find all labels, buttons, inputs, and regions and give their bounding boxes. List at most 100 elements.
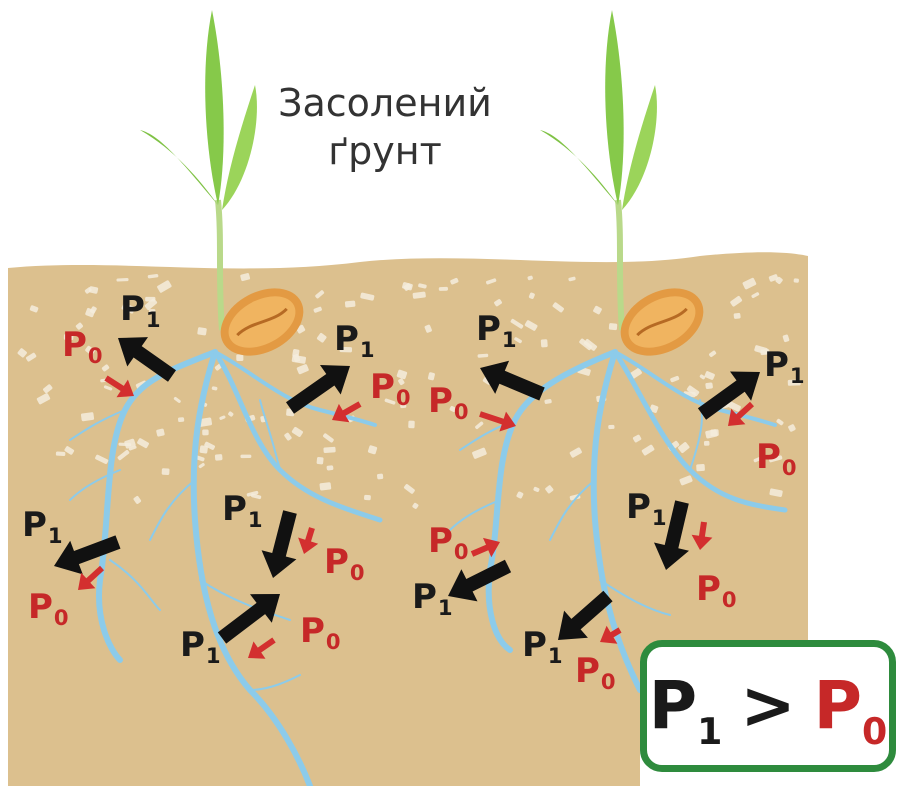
salt-crystal bbox=[494, 299, 502, 307]
p0-label-letter: P bbox=[756, 437, 781, 477]
salt-crystal bbox=[133, 495, 142, 504]
salt-crystal bbox=[156, 428, 165, 437]
root bbox=[259, 399, 281, 471]
salt-crystal bbox=[43, 384, 53, 394]
salt-crystal bbox=[144, 298, 158, 310]
salt-crystal bbox=[211, 386, 218, 391]
salt-crystal bbox=[228, 411, 234, 417]
salt-crystal bbox=[121, 302, 136, 314]
salt-crystal bbox=[95, 454, 109, 465]
salt-crystal bbox=[90, 306, 97, 314]
p0-label: P0 bbox=[300, 614, 341, 652]
p0-label: P0 bbox=[575, 654, 616, 692]
salt-crystal bbox=[408, 420, 415, 429]
salt-crystal bbox=[396, 369, 408, 380]
p1-label: P1 bbox=[764, 345, 805, 386]
salt-crystal bbox=[291, 354, 307, 364]
salt-crystal bbox=[678, 442, 690, 454]
salt-crystal bbox=[424, 324, 432, 333]
p1-label-subscript: 1 bbox=[145, 307, 161, 333]
p1-label-subscript: 1 bbox=[359, 337, 375, 363]
salt-crystal bbox=[514, 337, 522, 344]
p1-label-letter: P bbox=[626, 487, 651, 527]
p0-label-letter: P bbox=[428, 381, 453, 421]
salt-crystal bbox=[427, 372, 435, 381]
p0-label: P0 bbox=[370, 370, 411, 408]
salt-crystal bbox=[418, 283, 427, 289]
salt-crystal bbox=[742, 277, 757, 290]
p0-label-letter: P bbox=[62, 325, 87, 365]
salt-crystal bbox=[197, 327, 207, 336]
p0-label: P0 bbox=[324, 545, 365, 583]
root bbox=[69, 469, 121, 501]
salt-crystal bbox=[103, 385, 113, 391]
salt-crystal bbox=[438, 286, 448, 291]
salt-crystal bbox=[593, 305, 602, 315]
p1-arrow bbox=[118, 337, 176, 382]
right-plant bbox=[540, 10, 704, 356]
salt-crystal bbox=[402, 282, 413, 291]
p1-label-letter: P bbox=[764, 345, 789, 385]
salt-crystal bbox=[367, 445, 378, 455]
formula-operator: > bbox=[740, 667, 796, 744]
p1-label-subscript: 1 bbox=[547, 643, 563, 669]
salt-crystal bbox=[364, 494, 371, 501]
right-seed bbox=[620, 288, 704, 356]
salt-crystal bbox=[84, 287, 92, 294]
root bbox=[689, 399, 703, 471]
p0-label-letter: P bbox=[428, 521, 453, 561]
salt-crystal bbox=[55, 451, 66, 457]
formula-p0: P0 bbox=[813, 667, 888, 754]
salt-crystal bbox=[769, 488, 783, 498]
title-line-2: ґрунт bbox=[328, 128, 442, 173]
salt-crystal bbox=[117, 449, 130, 461]
formula-box: P1 > P0 bbox=[640, 640, 896, 772]
salt-crystal bbox=[782, 334, 790, 343]
salt-crystal bbox=[754, 345, 768, 355]
salt-crystal bbox=[398, 378, 405, 386]
salt-crystal bbox=[630, 502, 637, 509]
root bbox=[190, 349, 313, 789]
p0-label: P0 bbox=[62, 325, 103, 366]
p0-label-letter: P bbox=[696, 569, 721, 609]
root bbox=[96, 349, 218, 663]
salt-crystal bbox=[360, 292, 375, 301]
p1-label: P1 bbox=[22, 508, 63, 546]
p1-label-letter: P bbox=[334, 319, 359, 359]
salt-crystal bbox=[236, 354, 244, 361]
salt-crystal bbox=[670, 375, 680, 383]
p0-arrow bbox=[104, 375, 134, 398]
left-plant-stem bbox=[215, 199, 225, 331]
p0-label: P0 bbox=[696, 569, 737, 610]
salt-crystal bbox=[124, 438, 136, 449]
p0-label-subscript: 0 bbox=[325, 629, 341, 655]
salt-crystal bbox=[696, 464, 705, 472]
salt-crystal bbox=[161, 468, 170, 475]
salt-crystal bbox=[412, 502, 419, 509]
salt-crystal bbox=[246, 490, 259, 497]
p0-label-subscript: 0 bbox=[87, 343, 103, 369]
salt-crystal bbox=[344, 300, 356, 308]
p0-label-subscript: 0 bbox=[721, 587, 737, 613]
salt-crystal bbox=[17, 348, 27, 358]
root bbox=[449, 499, 501, 531]
p1-label-letter: P bbox=[522, 625, 547, 665]
salt-crystal bbox=[579, 338, 593, 351]
salt-crystal bbox=[751, 292, 760, 299]
p1-label-subscript: 1 bbox=[789, 363, 805, 389]
salt-crystal bbox=[377, 473, 384, 480]
p1-label: P1 bbox=[476, 312, 517, 350]
salt-crystal bbox=[768, 455, 783, 463]
salt-crystal bbox=[400, 403, 407, 409]
p0-arrow bbox=[600, 625, 622, 644]
salt-crystal bbox=[240, 273, 251, 282]
salt-crystal bbox=[516, 491, 524, 499]
p0-label: P0 bbox=[756, 437, 797, 478]
salt-crystal bbox=[632, 434, 642, 443]
salt-crystal bbox=[148, 309, 156, 314]
salt-crystal bbox=[450, 277, 459, 285]
p0-arrow bbox=[479, 411, 516, 432]
p0-arrow bbox=[298, 527, 319, 554]
p0-label-subscript: 0 bbox=[453, 399, 469, 425]
salt-crystal bbox=[486, 278, 497, 285]
